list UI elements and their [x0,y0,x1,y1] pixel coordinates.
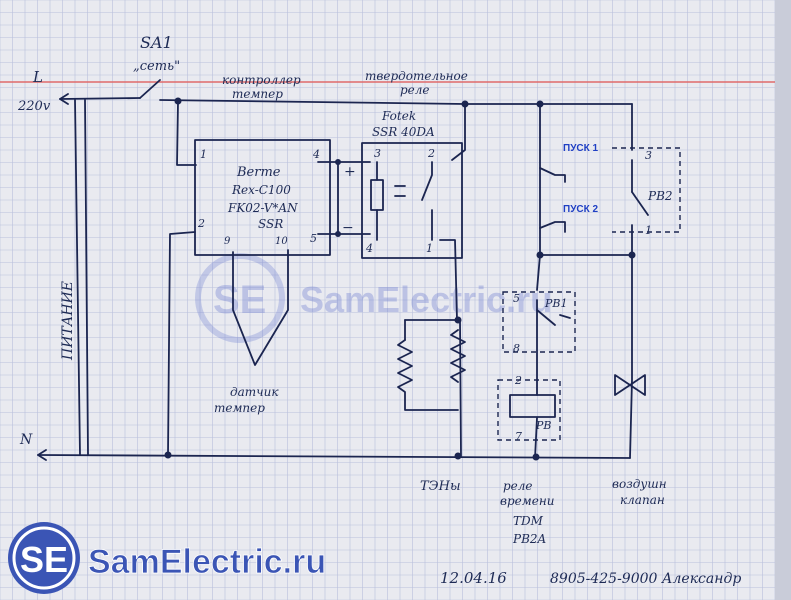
label-fotek: Fotek [381,109,416,123]
label-set: „сеть" [133,59,180,74]
label-phone: 8905-425-9000 Александр [550,571,741,587]
label-ssr: SSR [258,217,283,231]
label-sensor: датчик [230,385,279,399]
label-solid-state: твердотельное [365,69,468,83]
term-1: 1 [200,148,207,161]
label-fk02: FK02-V*AN [227,201,298,215]
label-sensor-temper: темпер [214,401,265,415]
pv2-term-3: 3 [645,149,652,162]
label-220v: 220v [17,99,51,114]
label-N: N [19,432,33,448]
label-controller: контроллер [222,73,301,87]
watermark: SE SamElectric.ru [195,253,552,343]
label-relay-tdm: TDM [513,514,544,528]
label-temper: темпер [232,87,283,101]
term-9: 9 [224,236,231,247]
watermark-name: SamElectric.ru [300,279,552,320]
ssr-minus: − [342,220,354,236]
term-4: 4 [312,148,320,161]
label-relay-time-1: реле [503,479,533,493]
label-valve-1: воздушн [612,477,667,491]
term-5: 5 [310,232,317,245]
label-relay: реле [400,83,430,97]
label-pv: PB [535,419,552,432]
ssr-plus: + [344,164,356,180]
label-pusk1: ПУСК 1 [563,143,599,154]
term-2: 2 [197,217,205,230]
brand-logo: SE SamElectric.ru [8,522,327,594]
label-relay-model: PB2A [512,532,547,546]
label-date: 12.04.16 [440,569,507,587]
label-rex-c100: Rex-C100 [231,183,291,197]
term-10: 10 [275,236,288,247]
label-pv1: PB1 [544,297,567,310]
ssr-term-3: 3 [374,147,381,160]
wires [37,79,681,461]
pv1-term-5: 5 [513,292,520,305]
ssr-term-4: 4 [365,242,373,255]
pv2-term-1: 1 [645,224,652,237]
label-relay-time-2: времени [500,494,554,508]
label-berme: Berme [236,165,281,180]
pv-term-2: 2 [514,374,522,387]
label-pv2: PB2 [647,189,673,203]
pv-term-7: 7 [515,430,522,443]
label-ssr40da: SSR 40DA [372,125,435,139]
pv1-term-8: 8 [513,342,520,355]
ssr-term-1: 1 [426,242,433,255]
junction-dots [164,97,636,461]
ssr-term-2: 2 [427,147,435,160]
label-sa1: SA1 [140,33,173,52]
label-pusk2: ПУСК 2 [563,204,599,215]
label-L: L [32,68,43,86]
switch-sa1 [139,79,161,99]
watermark-initials: SE [213,278,266,322]
brand-initials: SE [20,539,68,580]
labels: SA1 „сеть" L 220v контроллер темпер твер… [17,33,741,587]
label-pitanie: ПИТАНИЕ [60,281,76,361]
label-teny: ТЭНы [420,479,461,494]
label-valve-2: клапан [620,493,665,507]
brand-name: SamElectric.ru [88,543,326,581]
paper-edge [775,0,791,600]
